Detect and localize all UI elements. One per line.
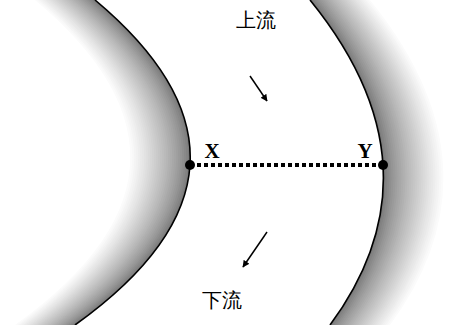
bank-shading [0,0,158,325]
bank-shading [360,0,464,325]
bank-shading [334,0,464,325]
bank-shading [346,0,464,325]
bank-shading [0,0,136,325]
bank-shading [0,0,148,325]
bank-shading [340,0,464,325]
bank-shading [0,0,184,325]
flow-label: 上流 [236,10,276,30]
bank-shading [0,0,134,325]
bank-shading [328,0,464,325]
bank-shading [320,0,464,325]
bank-shading [0,0,166,325]
bank-shading [0,0,188,325]
bank-shading [316,0,464,325]
bank-shading [0,0,174,325]
flow-arrow [250,76,267,101]
bank-shading [0,0,138,325]
point-label: X [204,141,219,162]
point-dot [185,160,195,170]
bank-shading [0,0,186,325]
bank-shading [364,0,464,325]
bank-shading [0,0,190,325]
right-bank-line [310,0,383,325]
bank-shading [0,0,150,325]
bank-shading [0,0,176,325]
bank-shading [344,0,464,325]
left-bank-line [75,0,190,325]
cross-section-line [190,163,383,167]
bank-shading [356,0,464,325]
bank-shading [0,0,152,325]
bank-shading [330,0,464,325]
flow-label: 下流 [202,290,242,310]
bank-shading [0,0,140,325]
bank-shading [0,0,178,325]
bank-shading [0,0,142,325]
bank-shading [338,0,464,325]
bank-shading [0,0,146,325]
bank-shading [332,0,464,325]
bank-shading [366,0,464,325]
point-dot [378,160,388,170]
bank-shading [0,0,164,325]
bank-shading [0,0,144,325]
bank-shading [0,0,160,325]
bank-shading [318,0,464,325]
bank-shading [0,0,172,325]
bank-shading [312,0,464,325]
point-label: Y [357,141,372,162]
bank-shading [0,0,182,325]
bank-shading [368,0,464,325]
bank-shading [352,0,464,325]
bank-shading [314,0,464,325]
bank-shading [348,0,464,325]
bank-shading [350,0,464,325]
bank-shading [370,0,464,325]
bank-shading [0,0,154,325]
bank-shading [326,0,464,325]
bank-shading [322,0,464,325]
bank-shading [336,0,464,325]
bank-shading [362,0,464,325]
bank-shading [0,0,168,325]
bank-shading [310,0,464,325]
flow-arrow [243,232,267,267]
bank-shading [354,0,464,325]
bank-shading [358,0,464,325]
bank-shading [0,0,130,325]
bank-shading [0,0,132,325]
bank-shading [0,0,180,325]
bank-shading [0,0,162,325]
